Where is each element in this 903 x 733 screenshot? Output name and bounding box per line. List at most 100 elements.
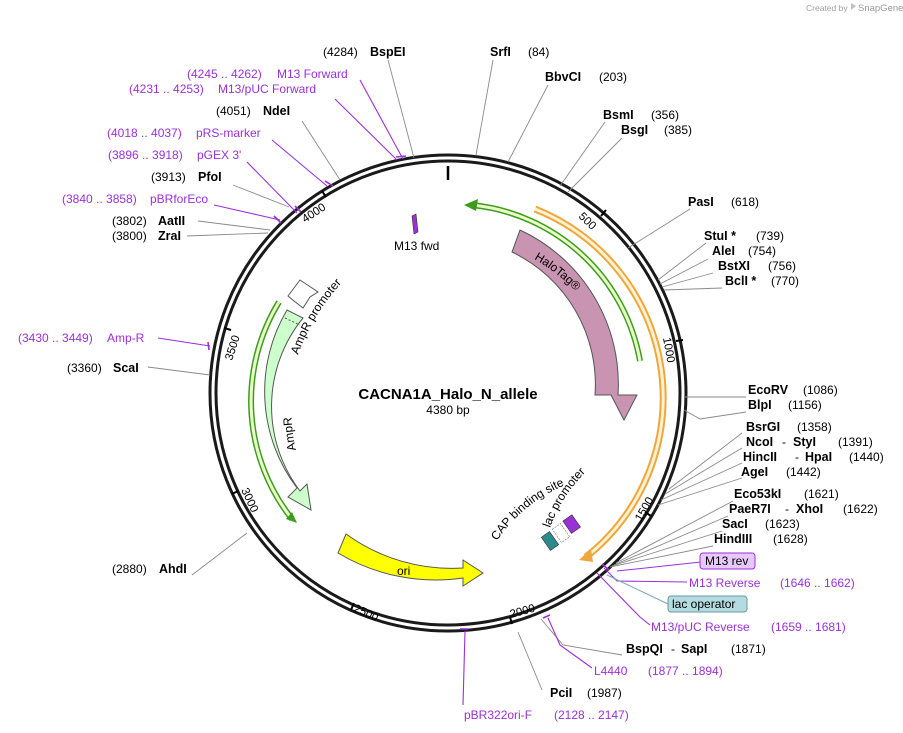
enzyme-alei[interactable]: AleI (754) (712, 244, 776, 258)
enzyme-name: HincII (743, 450, 777, 464)
tick-label-1000: 1000 (660, 336, 676, 363)
enzyme-agei[interactable]: AgeI (1442) (741, 465, 821, 479)
enzyme-name: AleI (712, 244, 735, 258)
m13-rev-label: M13 rev (705, 554, 748, 568)
enzyme-name: BsgI (621, 123, 648, 137)
enzyme-name: Eco53kI (734, 487, 781, 501)
enzyme-pos: (754) (748, 244, 776, 258)
enzyme-pos: (756) (768, 259, 796, 273)
enzyme-bsmi[interactable]: BsmI (356) (603, 108, 679, 122)
primer-name: pGEX 3' (197, 148, 241, 162)
enzyme-sep: - (795, 450, 799, 464)
enzyme-bstxi[interactable]: BstXI (756) (718, 259, 796, 273)
m13-rev-box[interactable]: M13 rev (616, 552, 756, 572)
enzyme-pos: (739) (756, 229, 784, 243)
enzyme-bspei[interactable]: (4284) BspEI (323, 45, 405, 59)
primer-name: pRS-marker (196, 126, 261, 140)
enzyme-ncoi-styi[interactable]: NcoI - StyI (1391) (746, 435, 873, 449)
orf-green-halo (464, 199, 643, 362)
enzyme-name: PaeR7I (729, 502, 771, 516)
enzyme-zrai[interactable]: (3800) ZraI (112, 229, 181, 243)
backbone-outer (208, 153, 688, 633)
enzyme-name-2: SapI (681, 642, 707, 656)
primer-pbrforeco[interactable]: (3840 .. 3858) pBRforEco (62, 192, 208, 206)
enzyme-pfoi[interactable]: (3913) PfoI (151, 170, 222, 184)
enzyme-srfi[interactable]: SrfI (84) (490, 45, 549, 59)
primer-l4440[interactable]: L4440 (1877 .. 1894) (594, 664, 723, 678)
enzyme-pos: (2880) (112, 562, 147, 576)
enzyme-pos: (1440) (849, 450, 884, 464)
enzyme-ndei[interactable]: (4051) NdeI (216, 104, 290, 118)
enzyme-eco53ki[interactable]: Eco53kI (1621) (734, 487, 839, 501)
enzyme-name: SrfI (490, 45, 511, 59)
enzyme-bsrgi[interactable]: BsrGI (1358) (746, 420, 832, 434)
primer-amp-r[interactable]: (3430 .. 3449) Amp-R (18, 331, 145, 345)
primer-name: M13 Forward (277, 67, 348, 81)
enzyme-ecorv[interactable]: EcoRV (1086) (748, 383, 838, 397)
enzyme-name: BsmI (603, 108, 634, 122)
enzyme-hindiii[interactable]: HindIII (1628) (714, 532, 808, 546)
enzyme-name: SacI (722, 517, 748, 531)
feature-ampr[interactable]: AmpR (264, 309, 312, 511)
enzyme-name-2: HpaI (805, 450, 832, 464)
primer-name: pBR322ori-F (464, 708, 532, 722)
enzyme-name: PasI (688, 195, 714, 209)
primer-name: M13 Reverse (689, 576, 761, 590)
primer-pbr322ori-f[interactable]: pBR322ori-F (2128 .. 2147) (464, 708, 629, 722)
enzyme-scai[interactable]: (3360) ScaI (67, 361, 139, 375)
credit-brand: SnapGene (858, 3, 903, 14)
orf-orange (533, 205, 667, 562)
primer-range: (4231 .. 4253) (129, 82, 204, 96)
enzyme-name: AatII (158, 214, 185, 228)
enzyme-bsgi[interactable]: BsgI (385) (621, 123, 692, 137)
enzyme-bbvci[interactable]: BbvCI (203) (545, 70, 627, 84)
enzyme-pos: (1628) (773, 532, 808, 546)
tick-label-3500: 3500 (223, 334, 242, 362)
enzyme-pos: (1622) (843, 502, 878, 516)
enzyme-blpi[interactable]: BlpI (1156) (748, 398, 822, 412)
feature-ori[interactable]: ori (337, 533, 484, 587)
primer-prs-marker[interactable]: (4018 .. 4037) pRS-marker (107, 126, 261, 140)
lac-region[interactable]: CAP binding site lac promoter (488, 464, 588, 551)
enzyme-name-2: XhoI (796, 502, 823, 516)
enzyme-name: BclI * (725, 274, 756, 288)
enzyme-pasi[interactable]: PasI (618) (688, 195, 759, 209)
primer-range: (3896 .. 3918) (108, 148, 183, 162)
ori-label: ori (397, 564, 410, 578)
feature-m13-fwd[interactable]: M13 fwd (394, 213, 439, 253)
enzyme-aatii[interactable]: (3802) AatII (112, 214, 185, 228)
enzyme-pcii[interactable]: PciI (1987) (550, 686, 622, 700)
enzyme-pos: (1987) (587, 686, 622, 700)
enzyme-pos: (203) (599, 70, 627, 84)
enzyme-hincii-hpai[interactable]: HincII - HpaI (1440) (743, 450, 884, 464)
enzyme-paer7i-xhoi[interactable]: PaeR7I - XhoI (1622) (729, 502, 878, 516)
lac-operator-box[interactable]: lac operator (606, 574, 748, 613)
primer-m13-reverse[interactable]: M13 Reverse (1646 .. 1662) (689, 576, 855, 590)
enzyme-name: HindIII (714, 532, 752, 546)
enzyme-saci[interactable]: SacI (1623) (722, 517, 800, 531)
primer-range: (3430 .. 3449) (18, 331, 93, 345)
backbone-inner (214, 159, 682, 627)
enzyme-pos: (3800) (112, 229, 147, 243)
enzyme-pos: (1871) (731, 642, 766, 656)
primer-m13-puc-forward[interactable]: (4231 .. 4253) M13/pUC Forward (129, 82, 316, 96)
enzyme-bspqi-sapi[interactable]: BspQI - SapI (1871) (626, 642, 766, 656)
enzyme-sep: - (785, 502, 789, 516)
primer-pgex-3[interactable]: (3896 .. 3918) pGEX 3' (108, 148, 241, 162)
primer-range: (4018 .. 4037) (107, 126, 182, 140)
primer-range: (3840 .. 3858) (62, 192, 137, 206)
ampr-label: AmpR (280, 416, 298, 452)
m13-fwd-label: M13 fwd (394, 239, 439, 253)
enzyme-stui[interactable]: StuI * (739) (704, 229, 784, 243)
primer-m13-forward[interactable]: (4245 .. 4262) M13 Forward (187, 67, 348, 81)
primer-name: M13/pUC Reverse (651, 620, 750, 634)
enzyme-name: BsrGI (746, 420, 780, 434)
plasmid-name: CACNA1A_Halo_N_allele (358, 386, 537, 403)
enzyme-pos: (3360) (67, 361, 102, 375)
primer-m13-puc-reverse[interactable]: M13/pUC Reverse (1659 .. 1681) (651, 620, 846, 634)
enzyme-bcli[interactable]: BclI * (770) (725, 274, 799, 288)
enzyme-leaders (147, 59, 747, 691)
enzyme-pos: (770) (771, 274, 799, 288)
enzyme-ahdi[interactable]: (2880) AhdI (112, 562, 187, 576)
